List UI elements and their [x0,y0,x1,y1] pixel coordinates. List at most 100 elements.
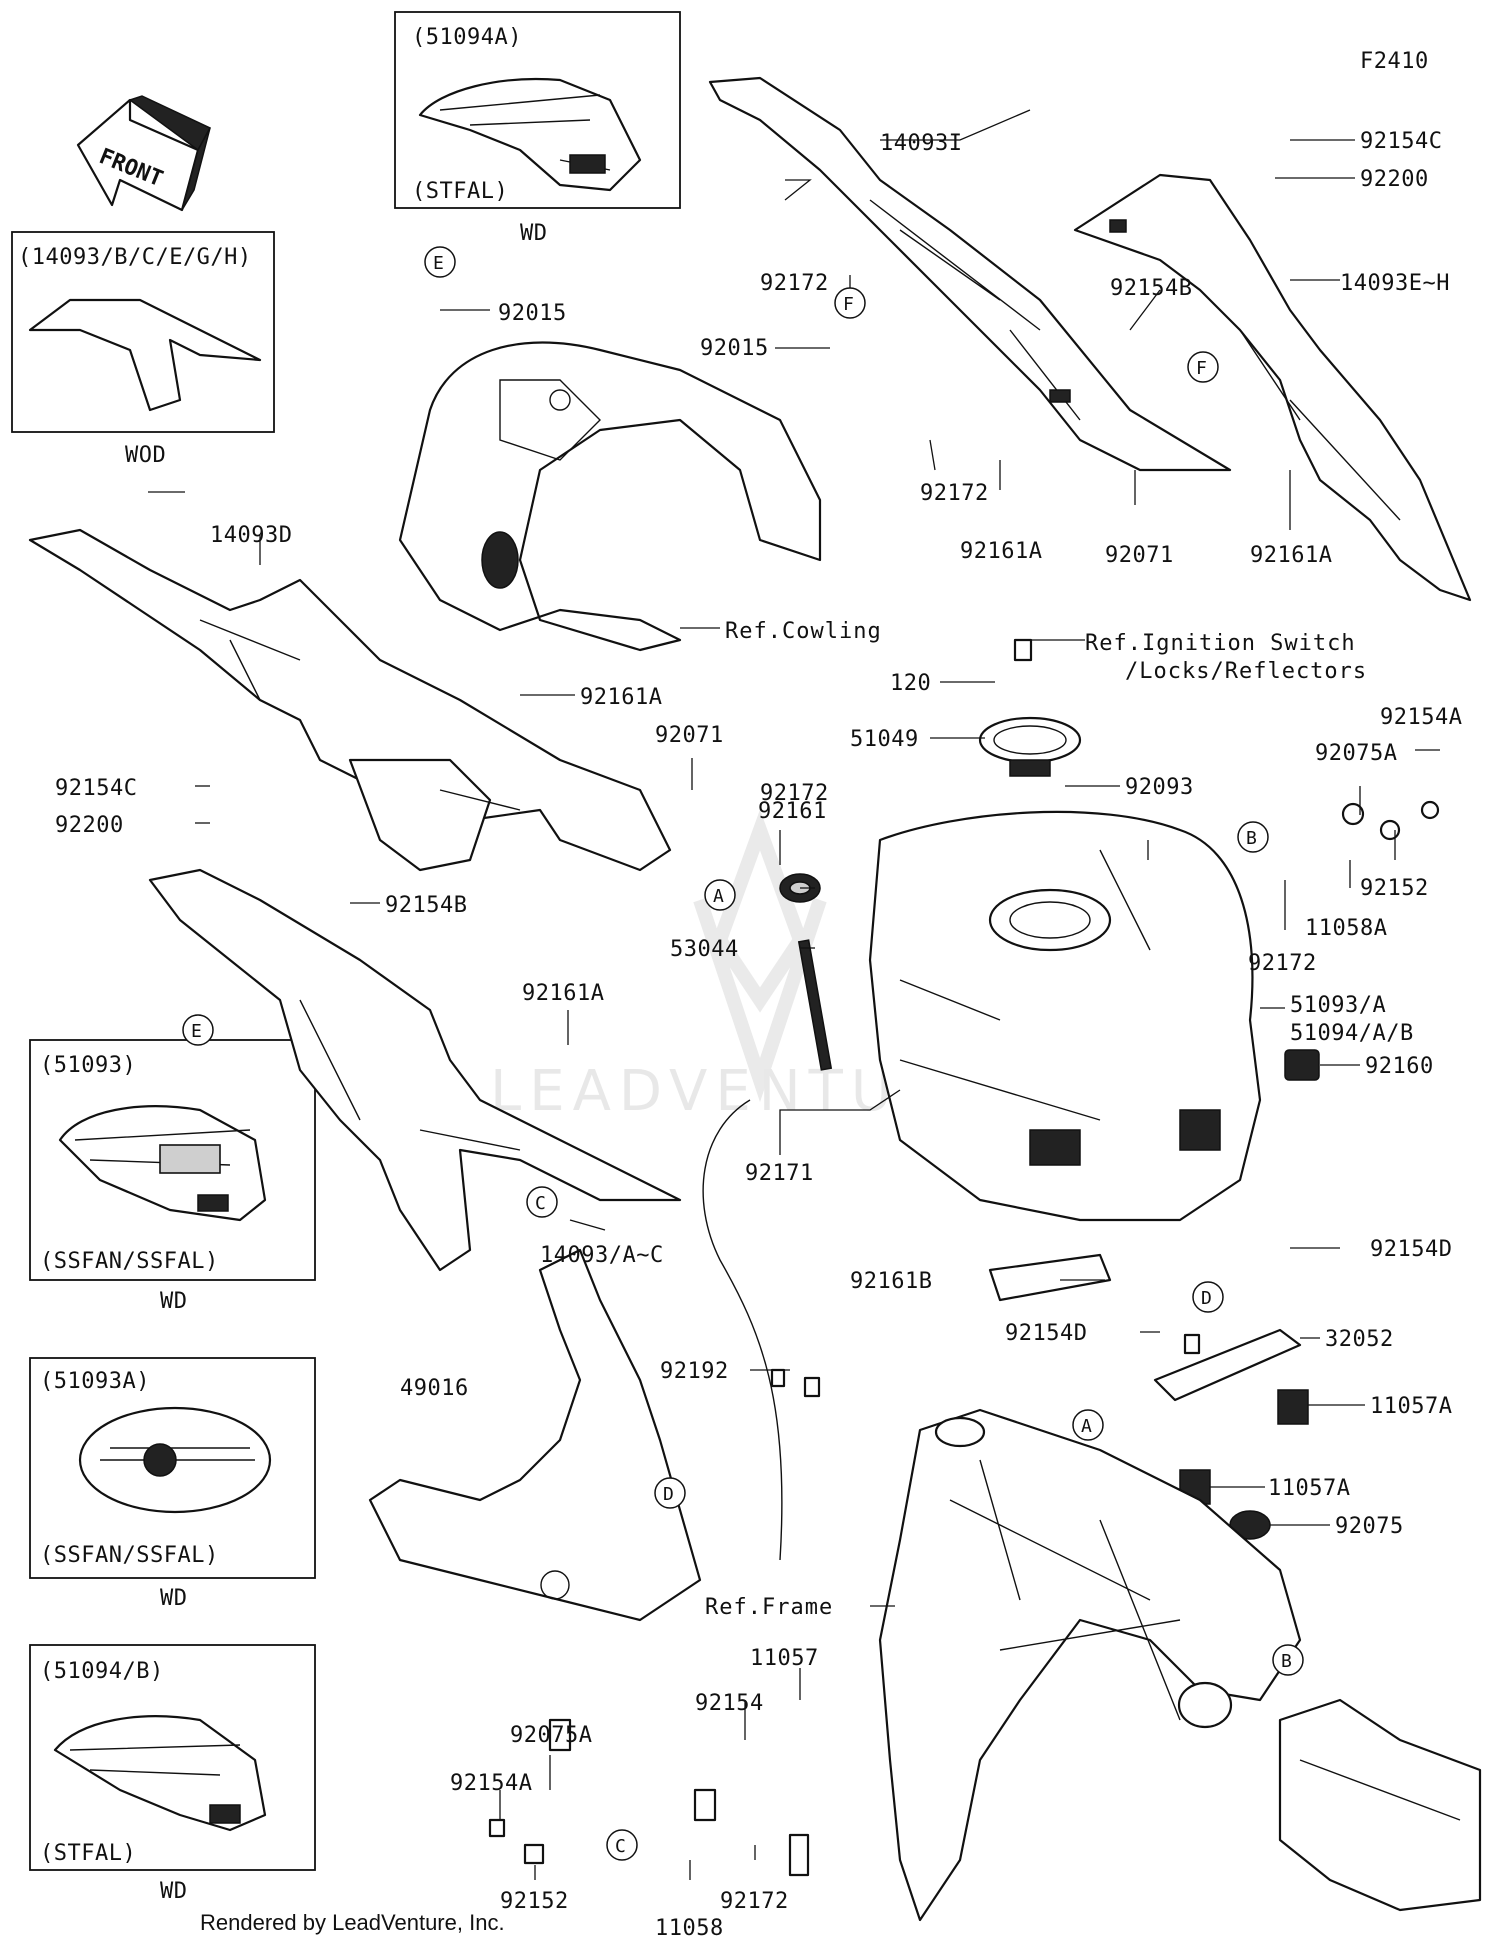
inset-51094b: (51094/B) (STFAL) WD [29,1644,316,1904]
svg-text:E: E [191,1021,202,1042]
marker-c-cover: C [526,1186,558,1218]
inset-51093a: (51093A) (SSFAN/SSFAL) WD [29,1357,316,1611]
marker-b-top: B [1237,821,1269,853]
part-label: Ref.Ignition Switch [1085,631,1356,656]
svg-text:B: B [1281,1651,1292,1672]
marker-a-frame: A [1072,1409,1104,1441]
cover-14093d [28,528,672,872]
svg-text:(STFAL): (STFAL) [412,179,508,204]
footer-credit: Rendered by LeadVenture, Inc. [200,1910,505,1935]
part-label: 92071 [655,723,724,748]
svg-text:B: B [1246,828,1257,849]
inset-caption: WD [520,221,548,246]
svg-text:(SSFAN/SSFAL): (SSFAN/SSFAL) [40,1543,219,1568]
bracket-32052 [1153,1328,1302,1402]
part-label: 51093/A [1290,993,1386,1018]
part-label: 32052 [1325,1327,1394,1352]
cover-14093i [708,76,1232,472]
part-label: 92160 [1365,1054,1434,1079]
part-label: 92200 [1360,167,1429,192]
marker-d-plate: D [654,1477,686,1509]
part-label: 92075 [1335,1514,1404,1539]
part-label: Ref.Cowling [725,619,882,644]
ref-frame-part [878,1408,1482,1922]
part-label: 92015 [498,301,567,326]
part-label: 92152 [500,1889,569,1914]
part-label: 92154A [450,1771,532,1796]
part-label: 92154D [1005,1321,1087,1346]
part-label: 92093 [1125,775,1194,800]
svg-text:E: E [433,253,444,274]
part-label: 92172 [760,271,829,296]
part-label: 92161B [850,1269,932,1294]
svg-text:C: C [615,1836,626,1857]
hose-92192 [702,1099,783,1561]
fuel-tank-51093a [868,810,1262,1222]
inset-14093-bcegh: (14093/B/C/E/G/H) WOD [11,231,275,468]
figure-code: F2410 [1360,49,1429,74]
marker-f-right: F [1187,351,1219,383]
svg-text:(14093/B/C/E/G/H): (14093/B/C/E/G/H) [18,245,252,270]
part-label: 92172 [1248,951,1317,976]
part-label: 51094/A/B [1290,1021,1414,1046]
part-label: Ref.Frame [705,1595,833,1620]
cover-14093-ac [148,868,682,1272]
part-label: 92154B [385,893,467,918]
svg-text:A: A [713,886,724,907]
front-arrow-icon: FRONT [76,95,212,212]
marker-f-top: F [834,287,866,319]
part-label: 14093D [210,523,292,548]
part-label: 53044 [670,937,739,962]
svg-text:(51094/B): (51094/B) [40,1659,164,1684]
svg-text:(SSFAN/SSFAL): (SSFAN/SSFAL) [40,1249,219,1274]
part-label: 14093/A~C [540,1243,664,1268]
cover-14093e-h [1073,173,1472,602]
part-label: 92200 [55,813,124,838]
part-label: 92161A [960,539,1042,564]
part-label: 51049 [850,727,919,752]
part-label: 11057A [1370,1394,1452,1419]
svg-text:(51093A): (51093A) [40,1369,150,1394]
part-label: 92154C [55,776,137,801]
part-label: 92154A [1380,705,1462,730]
part-labels: 14093I 92154C 92200 14093E~H 92172 92015… [55,129,1462,1941]
part-label: 92172 [760,781,829,806]
part-label: 92171 [745,1161,814,1186]
svg-text:(51093): (51093) [40,1053,136,1078]
part-label: 11058A [1305,916,1387,941]
marker-c-bottom: C [606,1829,638,1861]
svg-text:F: F [1196,358,1207,379]
part-label: /Locks/Reflectors [1125,659,1367,684]
ref-cowling-part [398,341,822,652]
ref-markers: E F F E A B C D D A B C [182,246,1304,1861]
part-label: 92161A [580,685,662,710]
marker-d-tank: D [1192,1281,1224,1313]
part-label: 92075A [510,1723,592,1748]
part-label: 92075A [1315,741,1397,766]
part-label: 92154 [695,1691,764,1716]
part-label: 92071 [1105,543,1174,568]
leader-lines [148,109,1440,1880]
svg-text:(51094A): (51094A) [412,25,522,50]
damper-92161b [988,1253,1112,1302]
svg-text:D: D [663,1484,674,1505]
part-label: 92154B [1110,276,1192,301]
svg-text:WD: WD [160,1586,188,1611]
marker-a-left: A [704,879,736,911]
inset-51093: (51093) (SSFAN/SSFAL) WD [29,1039,316,1314]
part-label: 14093I [880,131,962,156]
part-label: 92172 [720,1889,789,1914]
marker-e-top: E [424,246,456,278]
marker-e-left: E [182,1014,214,1046]
svg-text:F: F [843,294,854,315]
part-label: 92152 [1360,876,1429,901]
plate-49016 [368,1248,702,1622]
part-label: 92161 [758,799,827,824]
small-hardware [488,800,1440,1877]
marker-b-frame: B [1272,1644,1304,1676]
part-label: 92192 [660,1359,729,1384]
svg-text:WD: WD [160,1289,188,1314]
part-label: 11057 [750,1646,819,1671]
